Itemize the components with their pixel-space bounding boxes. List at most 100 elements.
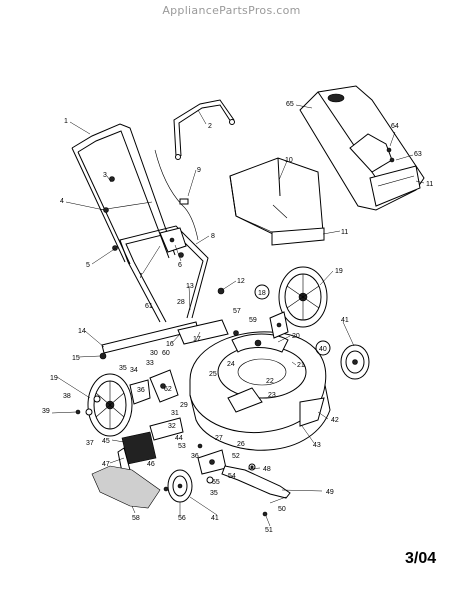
callout-19-right: 19	[335, 268, 343, 275]
wheel-bracket-right	[233, 311, 289, 339]
control-cable	[154, 149, 199, 241]
callout-16: 16	[166, 341, 174, 348]
callout-42: 42	[331, 417, 339, 424]
callout-29: 29	[180, 402, 188, 409]
callout-15: 15	[72, 355, 80, 362]
callout-57: 57	[233, 308, 241, 315]
callout-62: 62	[164, 386, 172, 393]
callout-59: 59	[249, 317, 257, 324]
callout-3: 3	[103, 172, 107, 179]
callout-41-left: 41	[211, 515, 219, 522]
callout-56: 56	[178, 515, 186, 522]
callout-44: 44	[175, 435, 183, 442]
callout-2: 2	[208, 123, 212, 130]
callout-9: 9	[197, 167, 201, 174]
watermark: AppliancePartsPros.com	[162, 4, 301, 17]
rear-wheel-left	[87, 373, 133, 437]
leader-lines	[51, 104, 425, 527]
callout-27: 27	[215, 435, 223, 442]
callout-36-right: 36	[191, 453, 199, 460]
callout-26: 26	[237, 441, 245, 448]
callout-39: 39	[42, 408, 50, 415]
callout-60: 60	[162, 350, 170, 357]
callout-14: 14	[78, 328, 86, 335]
callout-24: 24	[227, 361, 235, 368]
callout-55: 55	[212, 479, 220, 486]
callout-18: 18	[258, 290, 266, 297]
blade-bolt	[262, 511, 268, 517]
callout-31: 31	[171, 410, 179, 417]
callout-50: 50	[278, 506, 286, 513]
engine-mount-plate	[177, 319, 229, 345]
callout-20: 20	[292, 333, 300, 340]
rear-cover	[299, 85, 425, 211]
callout-25: 25	[209, 371, 217, 378]
callout-17: 17	[193, 336, 201, 343]
cable-clip	[179, 198, 189, 205]
callout-34: 34	[130, 367, 138, 374]
callout-52: 52	[232, 453, 240, 460]
callout-46: 46	[147, 461, 155, 468]
callout-19-left: 19	[50, 375, 58, 382]
callout-40: 40	[319, 346, 327, 353]
callout-45: 45	[102, 438, 110, 445]
callout-53: 53	[178, 443, 186, 450]
handle-knobs	[103, 176, 225, 295]
front-wheel-left	[163, 469, 193, 503]
blade-bolt-hardware	[248, 463, 256, 471]
callout-43: 43	[313, 442, 321, 449]
callout-65: 65	[286, 101, 294, 108]
callout-41-right: 41	[341, 317, 349, 324]
side-deflector	[227, 387, 263, 413]
callout-10: 10	[285, 157, 293, 164]
callout-51: 51	[265, 527, 273, 534]
callout-8: 8	[211, 233, 215, 240]
callout-48: 48	[263, 466, 271, 473]
callout-35-left: 35	[119, 365, 127, 372]
callout-37: 37	[86, 440, 94, 447]
callout-12: 12	[237, 278, 245, 285]
callout-35-right: 35	[210, 490, 218, 497]
callout-labels: 1 2 3 4 5 6 7 8 9 10 11 11 12 13 14 15 1…	[42, 101, 433, 534]
handle-bracket	[159, 227, 187, 253]
callout-58: 58	[132, 515, 140, 522]
top-handle-bar	[173, 99, 235, 160]
front-wheel-right	[340, 344, 370, 380]
callout-36-left: 36	[137, 387, 145, 394]
discharge-door	[117, 431, 157, 473]
mower-deck	[189, 331, 331, 451]
callout-47: 47	[102, 461, 110, 468]
callout-11-bag: 11	[341, 229, 348, 236]
callout-1: 1	[64, 118, 68, 125]
blade	[221, 465, 291, 499]
callout-30: 30	[150, 350, 158, 357]
callout-23: 23	[268, 392, 276, 399]
callout-7: 7	[139, 273, 143, 280]
callout-5: 5	[86, 262, 90, 269]
callout-6: 6	[178, 262, 182, 269]
rear-wheel-right	[278, 266, 328, 328]
date-code: 3/04	[405, 550, 437, 567]
height-adjuster	[129, 369, 179, 405]
blade-adapter	[197, 443, 227, 484]
callout-13: 13	[186, 283, 194, 290]
callout-circle-18	[254, 284, 270, 300]
callout-63: 63	[414, 151, 422, 158]
callout-54: 54	[228, 473, 236, 480]
callout-61: 61	[145, 303, 153, 310]
callout-33: 33	[146, 360, 154, 367]
callout-28: 28	[177, 299, 185, 306]
callout-4: 4	[60, 198, 64, 205]
callout-11-cover: 11	[426, 181, 433, 188]
callout-21: 21	[297, 362, 305, 369]
callout-circle-40	[315, 340, 331, 356]
upper-handle	[71, 123, 176, 265]
deck-skirt	[299, 397, 325, 427]
callout-22: 22	[266, 378, 274, 385]
grass-bag	[229, 157, 325, 246]
callout-64: 64	[391, 123, 399, 130]
callout-38: 38	[63, 393, 71, 400]
axle-hardware-left	[75, 395, 101, 416]
discharge-chute	[91, 465, 161, 509]
